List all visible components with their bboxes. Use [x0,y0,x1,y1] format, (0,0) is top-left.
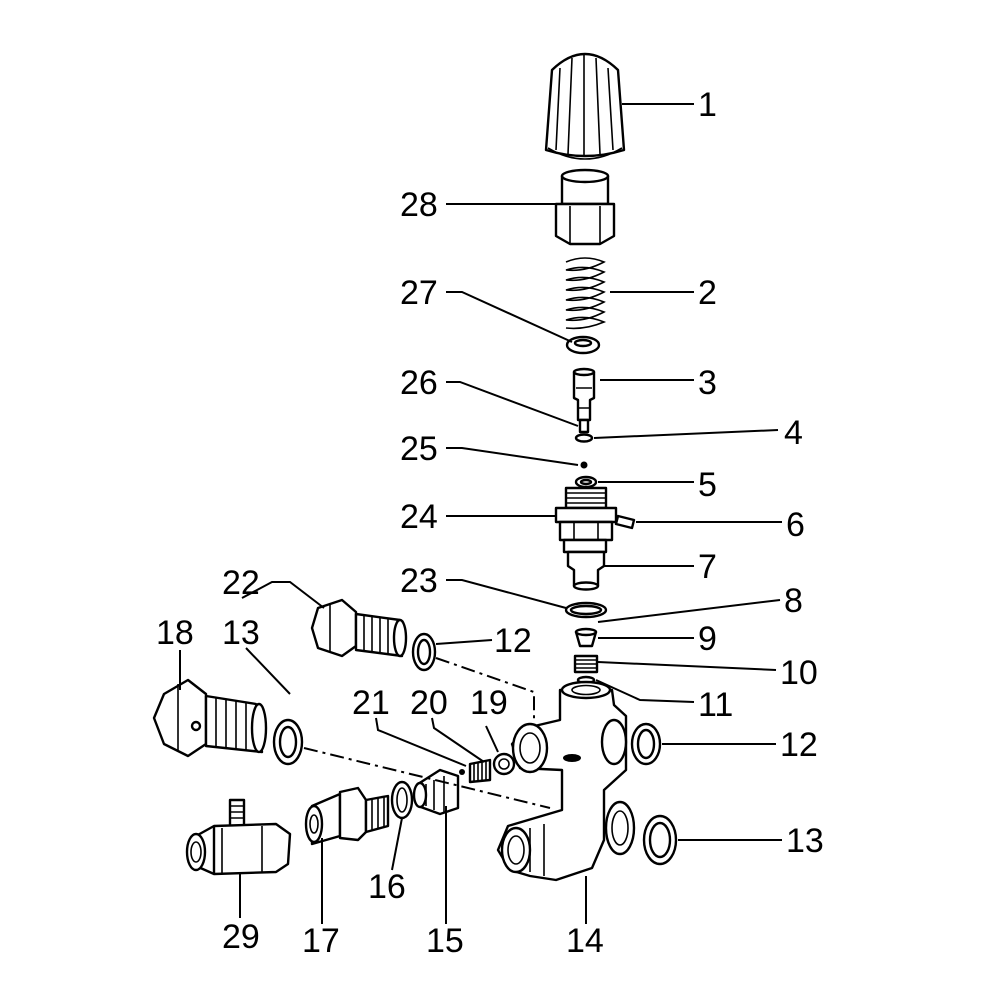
label-part-28: 28 [400,186,438,224]
part-29-tee-fitting [185,798,292,876]
part-15-valve-guide [412,768,460,816]
part-19-ball [492,752,516,776]
part-28-hex-nut [554,168,616,246]
label-part-25: 25 [400,430,438,468]
label-part-29: 29 [222,918,260,956]
label-part-13a: 13 [222,614,260,652]
part-20-spring [468,758,492,784]
label-part-3: 3 [698,364,717,402]
part-6-screw [614,514,636,530]
part-25-ball [580,461,588,469]
part-3-piston [572,367,596,422]
part-2-spring [565,257,607,330]
label-part-7: 7 [698,548,717,586]
part-labels: 1 2 3 4 5 6 7 8 9 10 11 12 12 13 13 14 1… [156,86,824,960]
part-13a-washer [272,718,304,766]
label-part-22: 22 [222,564,260,602]
label-part-5: 5 [698,466,717,504]
part-13b-washer [642,814,678,866]
part-26-pin [578,418,590,434]
part-22-banjo-bolt [310,598,408,658]
label-part-9: 9 [698,620,717,658]
part-7-seat [566,550,606,591]
label-part-19: 19 [470,684,508,722]
label-part-11: 11 [698,686,733,724]
part-17-nipple [304,786,390,846]
part-4-ring [574,433,594,443]
assembly-centerlines [303,657,551,809]
part-5-o-ring [574,475,598,489]
part-1-knurled-cap [544,52,626,160]
part-12b-washer [630,722,662,766]
label-part-26: 26 [400,364,438,402]
label-part-27: 27 [400,274,438,312]
label-part-17: 17 [302,922,340,960]
label-part-15: 15 [426,922,464,960]
label-part-4: 4 [784,414,803,452]
part-16-washer [390,780,414,820]
label-part-20: 20 [410,684,448,722]
label-part-13b: 13 [786,822,824,860]
label-part-10: 10 [780,654,818,692]
part-12a-washer [411,632,437,672]
part-21-pin [459,769,465,775]
label-part-12b: 12 [780,726,818,764]
label-part-23: 23 [400,562,438,600]
part-10-small-spring [573,654,599,674]
part-23-o-ring [564,601,608,619]
label-part-21: 21 [352,684,390,722]
part-27-washer [565,335,601,355]
part-24-valve-body [554,486,618,554]
part-18-banjo-bolt [152,678,268,758]
label-part-14: 14 [566,922,604,960]
label-part-24: 24 [400,498,438,536]
label-part-8: 8 [784,582,803,620]
label-part-12a: 12 [494,622,532,660]
label-part-6: 6 [786,506,805,544]
label-part-1: 1 [698,86,717,124]
label-part-16: 16 [368,868,406,906]
part-9-cone [574,627,598,648]
label-part-18: 18 [156,614,194,652]
label-part-2: 2 [698,274,717,312]
part-14-valve-housing [496,680,636,882]
leader-lines [179,103,782,924]
